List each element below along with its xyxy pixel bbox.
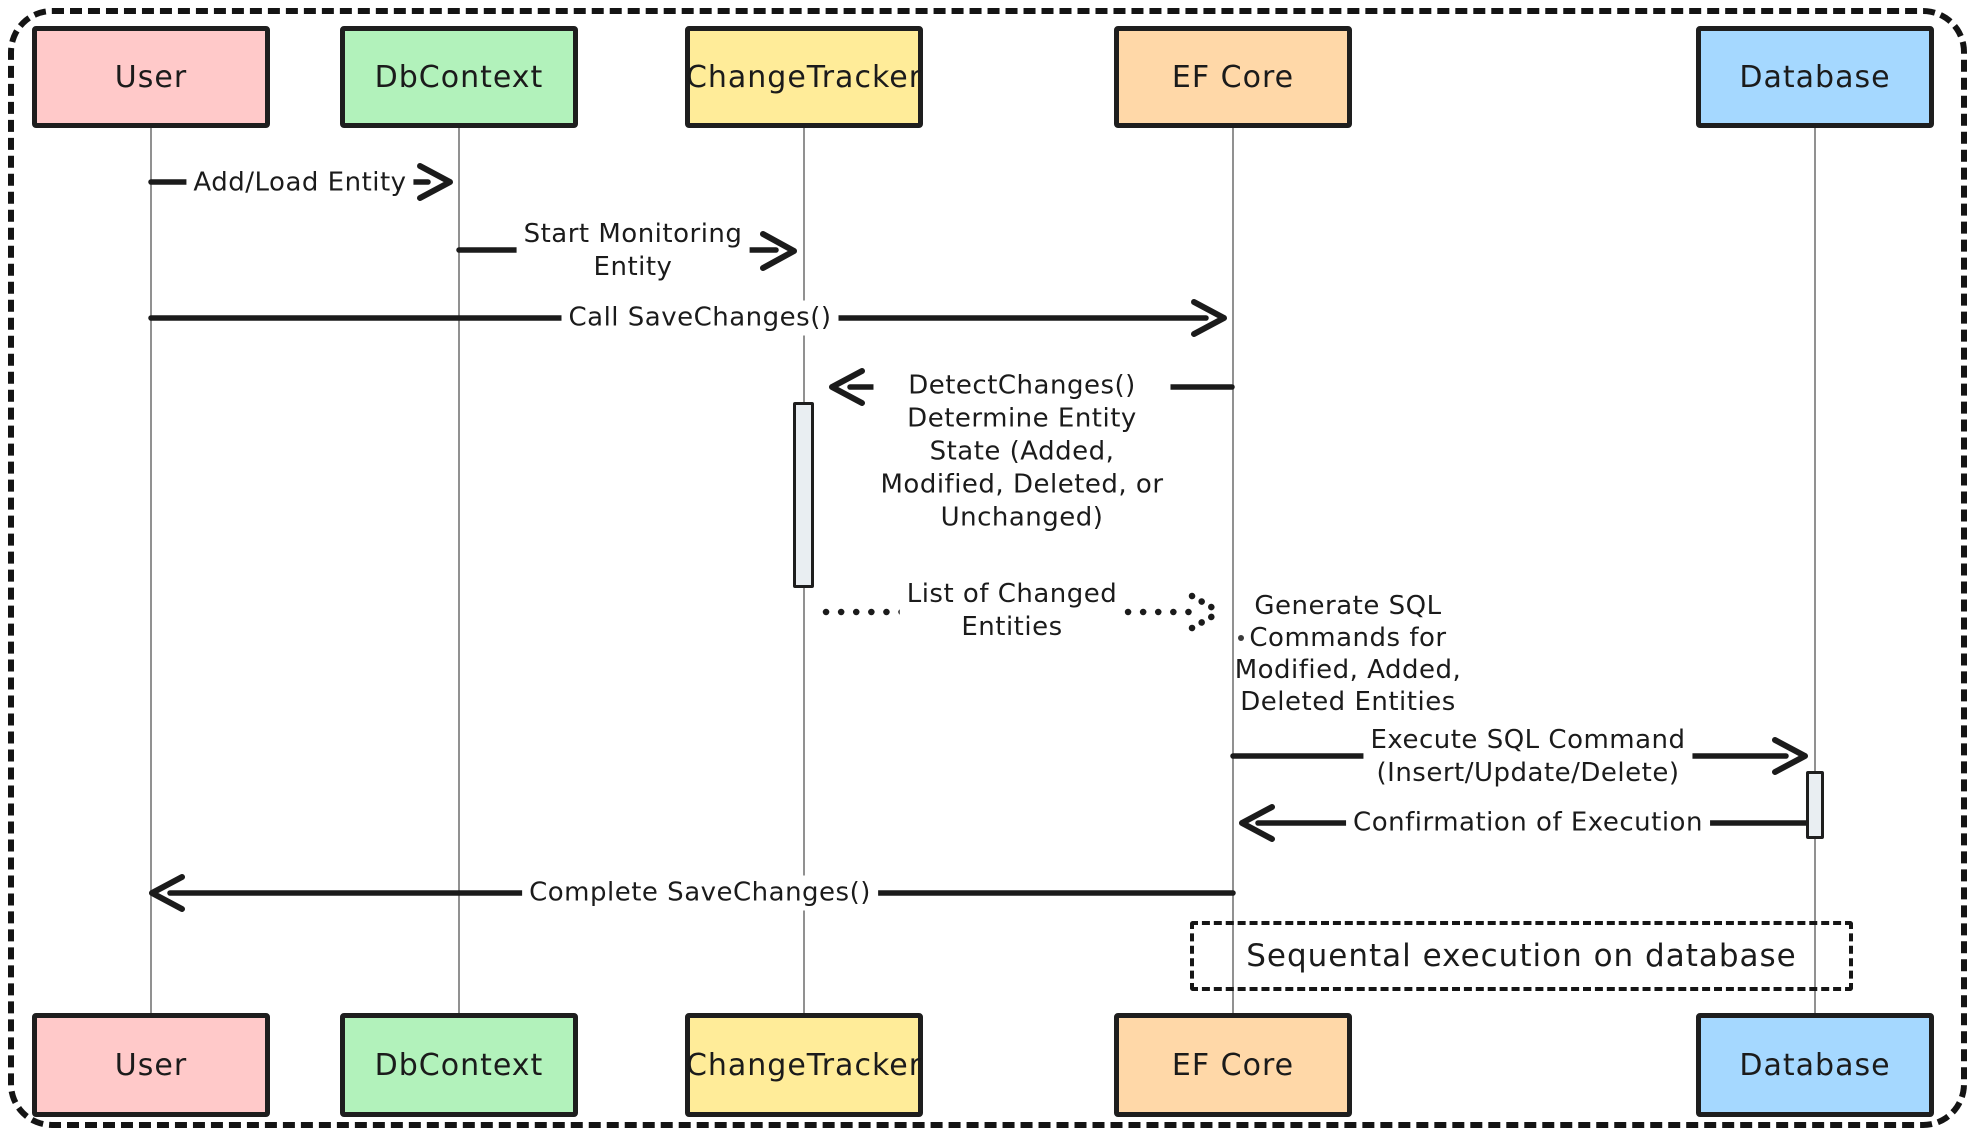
actor-label-changetracker-top: ChangeTracker [685, 59, 923, 95]
arrowhead-add-load-entity [417, 163, 453, 201]
actor-box-efcore-bottom: EF Core [1114, 1013, 1352, 1117]
lifeline-database [1814, 128, 1816, 1013]
actor-box-user-bottom: User [32, 1013, 270, 1117]
message-label-add-load-entity: Add/Load Entity [186, 165, 414, 201]
note-box-sequential-execution: Sequental execution on database [1190, 921, 1853, 991]
lifeline-efcore [1232, 128, 1234, 1013]
actor-label-user-top: User [114, 59, 188, 95]
lifeline-user [150, 128, 152, 1013]
actor-box-changetracker-bottom: ChangeTracker [685, 1013, 923, 1117]
note-label-sequential-execution: Sequental execution on database [1246, 938, 1797, 974]
actor-label-database-top: Database [1739, 59, 1891, 95]
actor-label-user-bottom: User [114, 1047, 188, 1083]
message-label-list-of-changed: List of Changed Entities [899, 577, 1125, 645]
arrowhead-detect-changes [829, 368, 865, 406]
arrowhead-execute-sql [1772, 737, 1808, 775]
actor-box-efcore-top: EF Core [1114, 26, 1352, 128]
arrowhead-confirmation [1239, 804, 1275, 842]
activation-bar-changetracker [793, 402, 814, 588]
actor-label-dbcontext-top: DbContext [374, 59, 544, 95]
actor-label-database-bottom: Database [1739, 1047, 1891, 1083]
arrowhead-call-savechanges [1191, 299, 1227, 337]
actor-box-database-bottom: Database [1696, 1013, 1934, 1117]
message-label-call-savechanges: Call SaveChanges() [561, 300, 839, 336]
actor-label-efcore-bottom: EF Core [1171, 1047, 1295, 1083]
message-label-execute-sql: Execute SQL Command (Insert/Update/Delet… [1363, 723, 1693, 791]
actor-label-changetracker-bottom: ChangeTracker [685, 1047, 923, 1083]
actor-box-user-top: User [32, 26, 270, 128]
arrowhead-start-monitoring [760, 231, 797, 271]
activation-bar-database [1806, 771, 1824, 839]
message-label-detect-changes: DetectChanges() Determine Entity State (… [873, 368, 1171, 536]
actor-box-dbcontext-top: DbContext [340, 26, 578, 128]
message-label-complete-savechanges: Complete SaveChanges() [522, 875, 878, 911]
actor-box-changetracker-top: ChangeTracker [685, 26, 923, 128]
actor-box-database-top: Database [1696, 26, 1934, 128]
actor-label-dbcontext-bottom: DbContext [374, 1047, 544, 1083]
actor-box-dbcontext-bottom: DbContext [340, 1013, 578, 1117]
lifeline-dbcontext [458, 128, 460, 1013]
message-label-start-monitoring: Start Monitoring Entity [516, 217, 750, 285]
arrowhead-list-of-changed [1188, 592, 1224, 632]
message-label-confirmation: Confirmation of Execution [1346, 805, 1710, 841]
actor-label-efcore-top: EF Core [1171, 59, 1295, 95]
arrowhead-complete-savechanges [149, 874, 185, 912]
note-generate-sql: Generate SQL Commands for Modified, Adde… [1234, 591, 1462, 717]
sketch-dot [1238, 635, 1244, 641]
